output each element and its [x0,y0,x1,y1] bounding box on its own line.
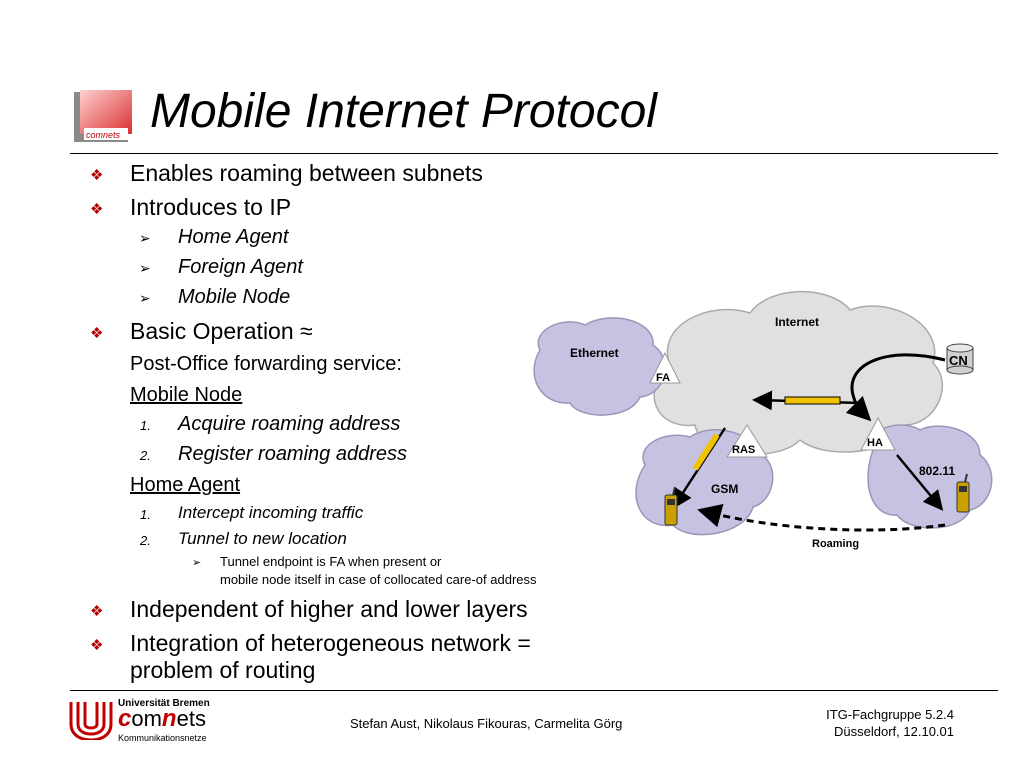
bullet-basic-operation: Basic Operation ≈ [130,318,313,344]
step-number: 2. [140,533,151,548]
bullet-roaming: Enables roaming between subnets [130,160,483,186]
brand-ets: ets [176,706,206,731]
comnets-brand: comnets [118,706,206,735]
step-register: Register roaming address [178,443,407,465]
arrow-marker: ➢ [139,260,151,276]
post-office-line: Post-Office forwarding service: [130,353,402,375]
bullet-marker: ❖ [90,637,104,654]
uni-name: Universität Bremen [118,698,210,709]
home-agent-heading: Home Agent [130,474,241,496]
bullet-marker: ❖ [90,167,104,184]
brand-n: n [161,705,177,732]
step-number: 1. [140,418,151,433]
gsm-mobile-icon [664,486,678,526]
mobile-ip-diagram: Internet Ethernet GSM 802.11 FA HA RAS C… [533,290,993,550]
tunnel-note-1: Tunnel endpoint is FA when present or [220,554,442,569]
sub-foreign-agent: Foreign Agent [178,256,303,278]
footer-authors: Stefan Aust, Nikolaus Fikouras, Carmelit… [350,716,623,731]
wlan-mobile-icon [956,473,970,513]
tunnel-note-2: mobile node itself in case of collocated… [220,572,537,587]
step-tunnel: Tunnel to new location [178,529,347,548]
internet-label: Internet [775,315,819,329]
footer-rule [70,690,998,691]
slide-title: Mobile Internet Protocol [150,85,657,138]
step-intercept: Intercept incoming traffic [178,503,364,522]
sub-home-agent: Home Agent [178,226,289,248]
uni-bremen-icon [69,702,113,740]
footer-group: ITG-Fachgruppe 5.2.4 [826,707,954,722]
gsm-label: GSM [711,482,738,496]
bullet-integration: Integration of heterogeneous network = [130,630,531,656]
mobile-node-heading: Mobile Node [130,384,243,406]
dept-name: Kommunikationsnetze [118,733,207,743]
fa-label: FA [656,372,670,384]
sub-mobile-node: Mobile Node [178,286,291,308]
ethernet-cloud [533,317,666,416]
logo-text: comnets [86,130,121,140]
ethernet-label: Ethernet [570,346,619,360]
roaming-label: Roaming [812,538,859,550]
bullet-integration-2: problem of routing [130,657,316,683]
comnets-logo: comnets [74,90,132,142]
ha-label: HA [867,437,883,449]
wlan-label: 802.11 [919,464,955,478]
bullet-marker: ❖ [90,603,104,620]
ras-label: RAS [732,444,755,456]
bullet-independent: Independent of higher and lower layers [130,596,528,622]
bullet-marker: ❖ [90,325,104,342]
step-acquire: Acquire roaming address [178,413,401,435]
brand-c: c [118,705,132,732]
bullet-introduces: Introduces to IP [130,194,292,220]
arrow-marker: ➢ [192,557,202,569]
brand-om: om [131,706,162,731]
step-number: 1. [140,507,151,522]
footer-event: ITG-Fachgruppe 5.2.4 Düsseldorf, 12.10.0… [826,706,954,740]
arrow-marker: ➢ [139,230,151,246]
footer-place-date: Düsseldorf, 12.10.01 [834,724,954,739]
arrow-marker: ➢ [139,290,151,306]
cn-node: CN [946,343,974,375]
title-rule [70,153,998,154]
step-number: 2. [140,448,151,463]
cn-label: CN [949,353,968,368]
bullet-marker: ❖ [90,201,104,218]
